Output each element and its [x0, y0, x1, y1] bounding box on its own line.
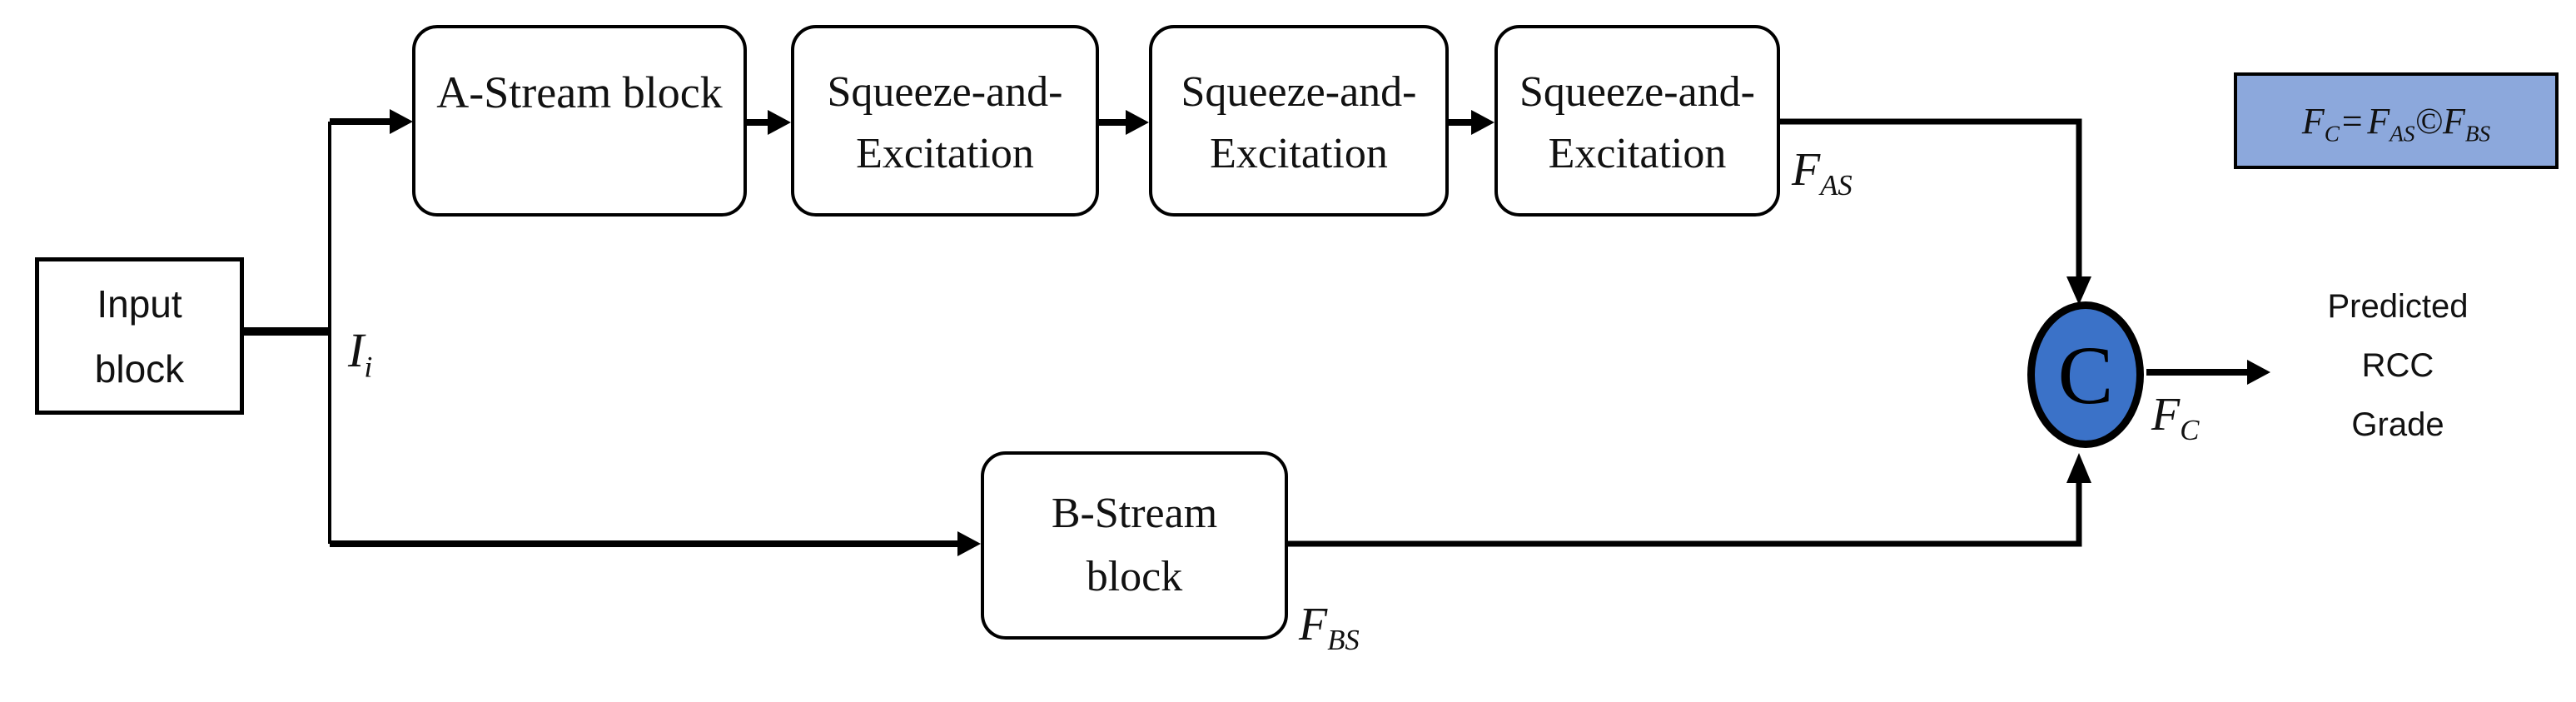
a-stream-block: A-Stream block	[412, 25, 747, 217]
input-block-label-line1: Input	[97, 281, 182, 326]
se-block-3-label-line1: Squeeze-and-	[1519, 68, 1755, 116]
path-bstream-to-concat	[1288, 481, 2082, 547]
se-block-1: Squeeze-and- Excitation	[791, 25, 1099, 217]
arrow-se2-to-se3-head	[1471, 110, 1494, 135]
concat-node: C	[2027, 301, 2144, 448]
b-stream-block-label-line2: block	[1086, 553, 1183, 600]
b-stream-block-label-line1: B-Stream	[1051, 490, 1218, 537]
se-block-3-label-line2: Excitation	[1548, 130, 1727, 177]
arrow-se1-to-se2-head	[1126, 110, 1149, 135]
b-stream-feature-label: FBS	[1299, 599, 1360, 657]
arrow-junction-to-bstream-head	[957, 531, 981, 556]
predicted-grade-label: Predicted RCC Grade	[2281, 277, 2514, 455]
concat-feature-label: FC	[2151, 389, 2200, 447]
input-feature-label: Ii	[348, 323, 373, 384]
se-block-1-label-line1: Squeeze-and-	[827, 68, 1063, 116]
arrow-concat-output-head	[2247, 360, 2270, 385]
se-block-3: Squeeze-and- Excitation	[1494, 25, 1780, 217]
predicted-grade-line1: Predicted	[2327, 288, 2469, 325]
input-block: Input block	[35, 257, 244, 415]
a-stream-feature-label: FAS	[1792, 144, 1852, 202]
se-block-2-label-line2: Excitation	[1210, 130, 1388, 177]
predicted-grade-line2: RCC	[2361, 347, 2434, 384]
formula-text: FC= FAS©FBS	[2301, 100, 2491, 147]
se-block-2-label-line1: Squeeze-and-	[1181, 68, 1417, 116]
formula-box: FC= FAS©FBS	[2234, 72, 2559, 169]
b-stream-block: B-Stream block	[981, 451, 1288, 640]
input-block-label-line2: block	[94, 346, 185, 391]
path-se3-to-concat	[1780, 118, 2082, 278]
concat-node-label: C	[2057, 328, 2114, 421]
arrow-a-to-se1-head	[768, 110, 791, 135]
predicted-grade-line3: Grade	[2351, 406, 2444, 443]
arrow-se3-to-concat-head	[2066, 276, 2091, 305]
se-block-1-label-line2: Excitation	[856, 130, 1034, 177]
arrow-to-a-stream-head	[390, 109, 413, 134]
se-block-2: Squeeze-and- Excitation	[1149, 25, 1449, 217]
a-stream-block-label: A-Stream block	[436, 67, 723, 117]
arrow-bstream-to-concat-head	[2066, 453, 2091, 483]
